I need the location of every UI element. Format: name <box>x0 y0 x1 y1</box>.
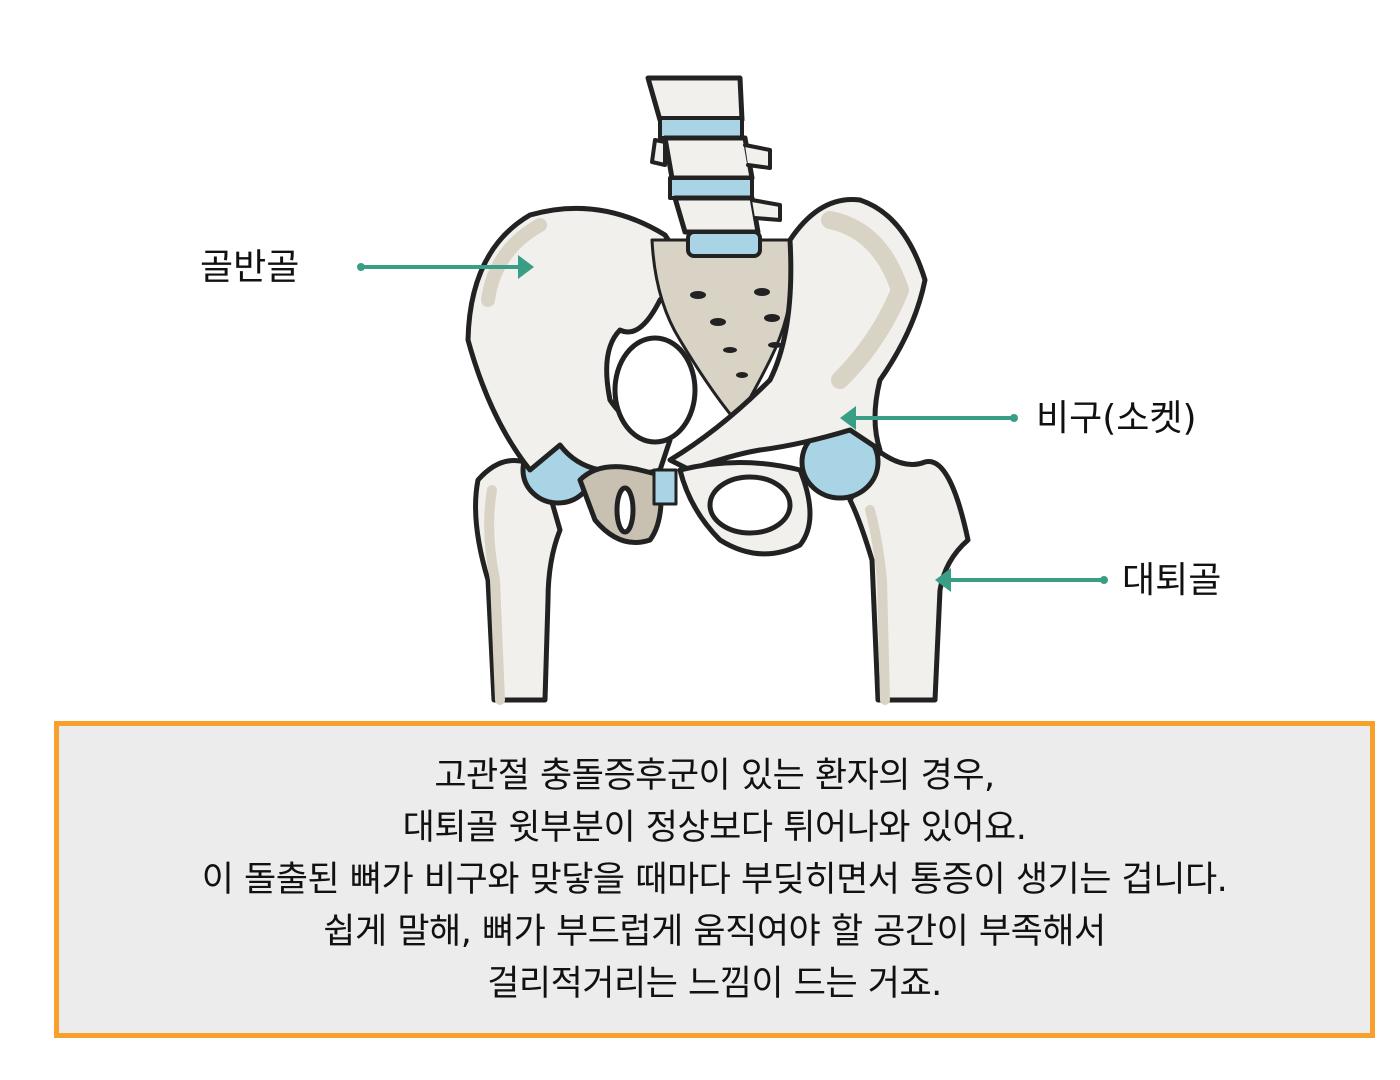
caption-line: 걸리적거리는 느낌이 드는 거죠. <box>487 963 942 1004</box>
femur-left <box>473 458 563 705</box>
pelvis-hip-illustration <box>357 75 1108 705</box>
caption-line: 대퇴골 윗부분이 정상보다 튀어나와 있어요. <box>402 807 1027 848</box>
lumbar-spine <box>645 75 782 258</box>
label-acetabulum: 비구(소켓) <box>1036 398 1197 439</box>
caption-box: 고관절 충돌증후군이 있는 환자의 경우, 대퇴골 윗부분이 정상보다 튀어나와… <box>54 721 1375 1038</box>
caption-line: 쉽게 말해, 뼈가 부드럽게 움직여야 할 공간이 부족해서 <box>323 911 1106 952</box>
caption-line: 이 돌출된 뼈가 비구와 맞닿을 때마다 부딪히면서 통증이 생기는 겁니다. <box>201 859 1228 900</box>
pubic-region <box>577 460 813 557</box>
caption-text: 고관절 충돌증후군이 있는 환자의 경우, 대퇴골 윗부분이 정상보다 튀어나와… <box>202 750 1228 1010</box>
arrow-acetabulum <box>840 406 1018 430</box>
arrow-femur <box>935 568 1108 592</box>
label-pelvis: 골반골 <box>200 247 300 288</box>
femur-right <box>847 449 971 705</box>
pubic-symphysis <box>652 468 678 506</box>
arrow-pelvis <box>357 255 534 279</box>
caption-line: 고관절 충돌증후군이 있는 환자의 경우, <box>434 755 995 796</box>
ilium-right <box>667 197 928 473</box>
label-femur: 대퇴골 <box>1122 560 1222 601</box>
